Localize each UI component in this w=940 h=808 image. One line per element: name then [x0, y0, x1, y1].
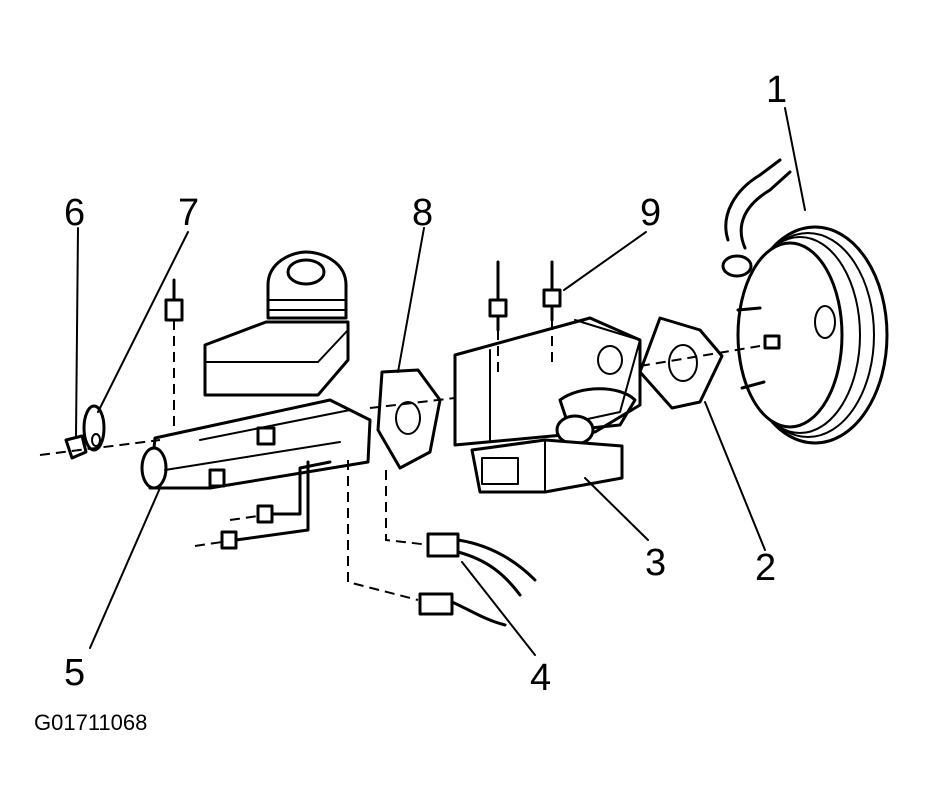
- leader-7: [97, 231, 189, 413]
- leader-6: [75, 227, 79, 437]
- callout-7: 7: [178, 192, 199, 234]
- leader-2: [704, 401, 766, 551]
- callout-1: 1: [766, 69, 787, 111]
- leader-1: [784, 107, 806, 211]
- brake-booster: [721, 158, 889, 445]
- callout-2: 2: [755, 547, 776, 589]
- callout-3: 3: [645, 542, 666, 584]
- leader-3: [584, 477, 649, 541]
- master-cylinder-gasket: [376, 368, 442, 470]
- spacer-bracket: [453, 316, 642, 447]
- mounting-axis: [39, 345, 761, 456]
- callout-9: 9: [640, 192, 661, 234]
- leader-4: [461, 561, 536, 656]
- callout-5: 5: [64, 652, 85, 694]
- leader-lines: [75, 107, 806, 656]
- leader-5: [89, 487, 161, 649]
- mounting-nut: [64, 434, 88, 460]
- callout-8: 8: [412, 192, 433, 234]
- callout-6: 6: [64, 192, 85, 234]
- booster-gasket: [638, 316, 724, 410]
- callout-4: 4: [530, 657, 551, 699]
- abs-module: [470, 438, 624, 494]
- mounting-washer: [82, 404, 106, 452]
- leader-8: [397, 227, 425, 373]
- brake-switch: [347, 460, 537, 627]
- leader-9: [563, 231, 647, 291]
- master-cylinder: [140, 250, 372, 490]
- brake-line-fittings: [488, 260, 562, 372]
- figure-code: G01711068: [34, 710, 147, 735]
- lower-nuts: [194, 460, 332, 550]
